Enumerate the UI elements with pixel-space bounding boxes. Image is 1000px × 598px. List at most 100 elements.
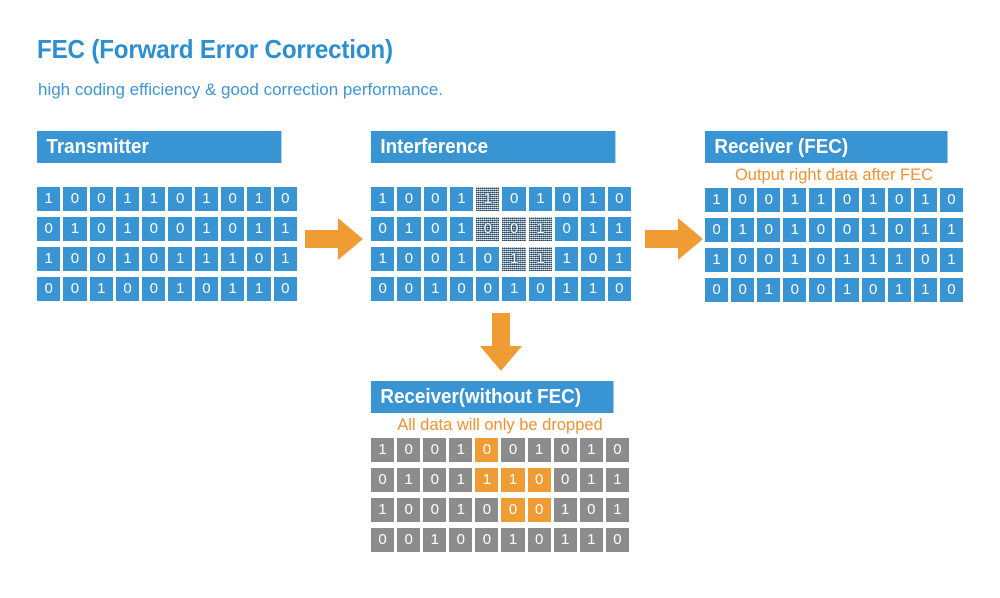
- bit-cell-gray: 0: [579, 498, 603, 522]
- bit-cell-blue: 0: [221, 187, 245, 211]
- bit-cell-noise: 1: [528, 217, 553, 241]
- bit-cell-gray: 0: [449, 528, 473, 552]
- bit-cell-blue: 1: [861, 218, 885, 242]
- panel-interference-header: Interference: [371, 131, 616, 163]
- bit-cell-blue: 1: [115, 247, 140, 271]
- bit-cell-gray: 1: [579, 468, 603, 492]
- bit-cell-blue: 0: [555, 187, 579, 211]
- bit-cell-blue: 1: [449, 247, 474, 271]
- bit-cell-blue: 1: [194, 217, 219, 241]
- bit-cell-blue: 0: [371, 217, 395, 241]
- bit-cell-blue: 0: [63, 277, 87, 301]
- bit-cell-blue: 1: [809, 188, 833, 212]
- bit-cell-blue: 1: [913, 188, 937, 212]
- bit-cell-blue: 0: [939, 278, 963, 302]
- bit-cell-blue: 0: [423, 217, 447, 241]
- bit-cell-blue: 1: [939, 218, 963, 242]
- bit-cell-blue: 1: [555, 277, 579, 301]
- bit-cell-gray: 1: [553, 528, 577, 552]
- bit-cell-blue: 1: [273, 217, 297, 241]
- bit-cell-blue: 1: [168, 277, 192, 301]
- bit-cell-gray: 0: [423, 498, 447, 522]
- bit-cell-blue: 1: [194, 187, 219, 211]
- bit-cell-blue: 0: [63, 187, 87, 211]
- bit-cell-blue: 0: [423, 187, 447, 211]
- bit-cell-blue: 0: [89, 217, 113, 241]
- bit-cell-blue: 1: [731, 218, 755, 242]
- bit-cell-blue: 1: [913, 278, 937, 302]
- bit-cell-blue: 0: [731, 248, 755, 272]
- bit-cell-blue: 1: [397, 217, 421, 241]
- bit-cell-blue: 1: [939, 248, 963, 272]
- bit-cell-blue: 1: [194, 247, 219, 271]
- bit-cell-gray: 0: [475, 498, 499, 522]
- bit-cell-gray: 1: [423, 528, 447, 552]
- panel-receiver-no-fec-header: Receiver(without FEC): [371, 381, 614, 413]
- bit-cell-blue: 1: [142, 187, 166, 211]
- panel-receiver-fec-header: Receiver (FEC): [705, 131, 948, 163]
- bit-cell-blue: 0: [887, 218, 911, 242]
- bit-cell-blue: 1: [168, 247, 192, 271]
- bit-cell-blue: 0: [397, 187, 421, 211]
- bit-cell-blue: 0: [168, 217, 192, 241]
- bit-cell-gray: 1: [397, 468, 421, 492]
- bit-cell-blue: 0: [731, 188, 755, 212]
- bit-cell-blue: 0: [555, 217, 579, 241]
- bit-cell-blue: 0: [757, 188, 781, 212]
- bit-cell-blue: 0: [502, 187, 526, 211]
- bit-cell-blue: 0: [476, 277, 500, 301]
- bit-cell-blue: 0: [423, 247, 447, 271]
- bit-cell-blue: 0: [887, 188, 911, 212]
- bit-cell-orange: 0: [527, 468, 551, 492]
- bit-cell-blue: 1: [705, 248, 729, 272]
- bit-cell-blue: 1: [783, 248, 807, 272]
- bit-cell-blue: 0: [705, 218, 729, 242]
- bit-cell-gray: 1: [579, 438, 603, 462]
- bit-cell-orange: 1: [501, 468, 525, 492]
- bit-cell-orange: 1: [475, 468, 499, 492]
- bit-cell-gray: 0: [371, 528, 395, 552]
- bit-cell-blue: 0: [63, 247, 87, 271]
- bit-cell-blue: 1: [89, 277, 113, 301]
- bit-cell-gray: 0: [553, 438, 577, 462]
- bit-cell-gray: 1: [501, 528, 525, 552]
- bit-cell-blue: 0: [194, 277, 219, 301]
- bit-cell-blue: 0: [528, 277, 553, 301]
- bit-cell-gray: 0: [423, 468, 447, 492]
- bit-cell-blue: 1: [37, 247, 61, 271]
- bit-cell-blue: 1: [247, 187, 271, 211]
- bit-cell-blue: 0: [809, 278, 833, 302]
- bit-cell-gray: 0: [527, 528, 551, 552]
- bit-cell-gray: 0: [423, 438, 447, 462]
- bit-cell-blue: 0: [607, 187, 631, 211]
- bit-cell-blue: 0: [783, 278, 807, 302]
- bit-cell-gray: 0: [397, 498, 421, 522]
- bit-cell-gray: 1: [449, 438, 473, 462]
- bit-cell-noise: 1: [476, 187, 500, 211]
- bit-cell-blue: 0: [115, 277, 140, 301]
- bit-cell-noise: 0: [502, 217, 526, 241]
- bit-cell-blue: 1: [555, 247, 579, 271]
- bit-cell-blue: 0: [221, 217, 245, 241]
- bit-cell-blue: 1: [913, 218, 937, 242]
- panel-receiver-no-fec-note: All data will only be dropped: [397, 416, 603, 434]
- bit-cell-gray: 1: [605, 498, 629, 522]
- bit-cell-blue: 1: [247, 217, 271, 241]
- bit-cell-blue: 0: [273, 277, 297, 301]
- bit-cell-blue: 1: [607, 247, 631, 271]
- bit-cell-blue: 1: [371, 187, 395, 211]
- bit-cell-blue: 1: [371, 247, 395, 271]
- bit-cell-blue: 0: [89, 247, 113, 271]
- bit-cell-blue: 0: [142, 217, 166, 241]
